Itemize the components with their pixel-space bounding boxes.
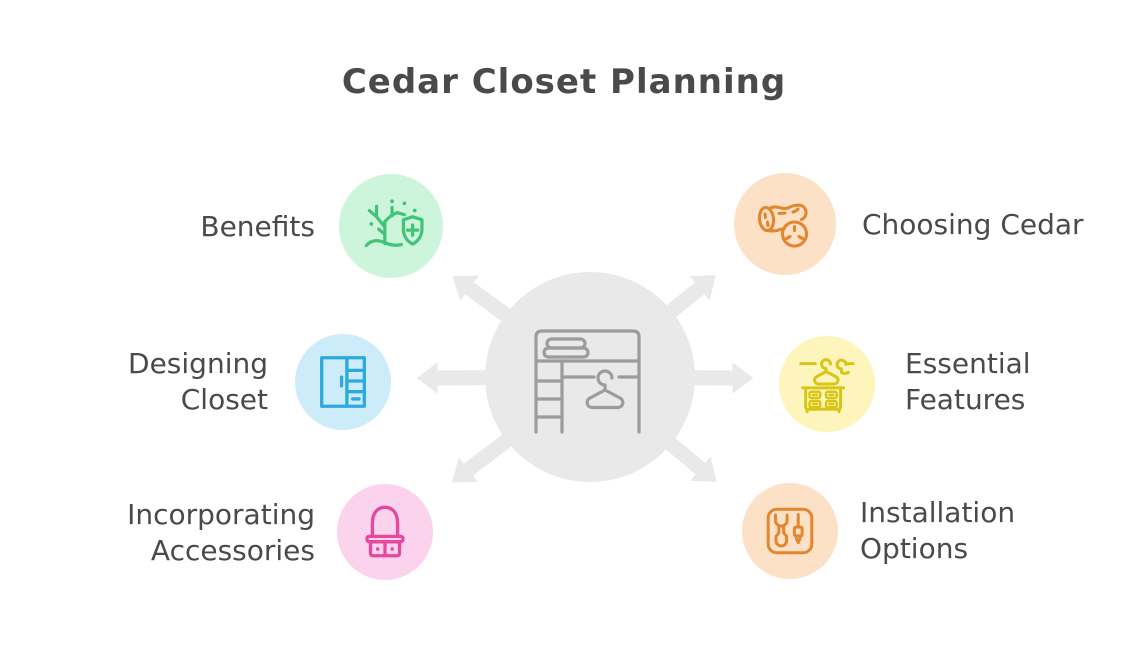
label-designing-closet: Designing Closet	[128, 347, 268, 416]
central-hub	[416, 272, 754, 483]
label-essential-features: Essential Features	[905, 347, 1031, 416]
wardrobe-icon	[320, 356, 366, 408]
vanity-mirror-icon	[365, 505, 405, 558]
page-title: Cedar Closet Planning	[341, 62, 787, 102]
closet-organizer-icon	[534, 329, 641, 434]
label-installation-options: Installation Options	[860, 496, 1016, 565]
label-benefits: Benefits	[200, 210, 315, 243]
node-choosing-cedar	[734, 173, 836, 275]
label-choosing-cedar: Choosing Cedar	[862, 208, 1084, 241]
node-benefits	[339, 174, 443, 278]
hanger-dresser-icon	[799, 358, 855, 414]
label-incorporating-accessories: Incorporating Accessories	[127, 498, 315, 567]
wrench-screwdriver-icon	[766, 507, 814, 555]
tree-shield-plus-icon	[364, 199, 424, 248]
node-essential-features	[779, 336, 875, 432]
node-installation-options	[742, 483, 838, 579]
node-designing-closet	[295, 334, 391, 430]
node-incorporating-accessories	[337, 484, 433, 580]
cedar-log-icon	[757, 203, 809, 248]
